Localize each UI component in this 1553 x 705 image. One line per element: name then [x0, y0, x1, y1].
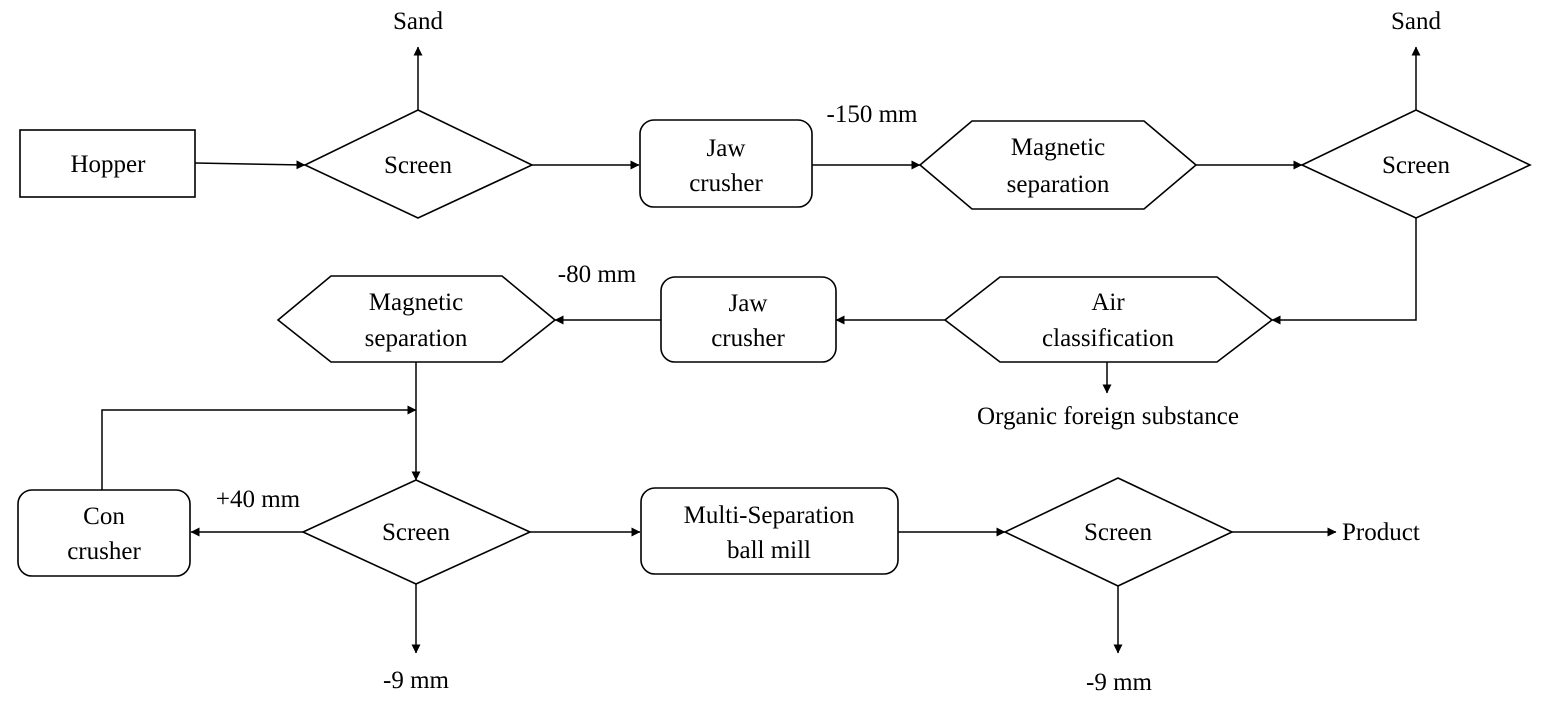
screen4-label: Screen	[1084, 519, 1153, 546]
jaw-crusher-1-label-line2: crusher	[689, 170, 763, 197]
screen2-diamond	[1300, 109, 1532, 219]
size-label-minus-150mm: -150 mm	[827, 101, 919, 128]
ball-mill-label-line1: Multi-Separation	[684, 502, 855, 529]
edges	[101, 46, 1421, 654]
multi-separation-ball-mill-box	[640, 487, 899, 575]
fines-output-1: -9 mm	[383, 667, 450, 694]
jaw-crusher-1-box	[639, 119, 813, 208]
magnetic-separation-2-label-line2: separation	[365, 325, 468, 352]
magnetic-separation-2-hexagon	[276, 275, 557, 363]
jaw-crusher-2-box	[660, 276, 837, 363]
air-classification-hexagon	[943, 276, 1274, 363]
edge-screen2-air	[1271, 218, 1417, 325]
screen3-label: Screen	[382, 519, 451, 546]
sand-output-2: Sand	[1391, 8, 1442, 35]
size-label-minus-80mm: -80 mm	[558, 261, 637, 288]
screen2-label: Screen	[1382, 152, 1451, 179]
nodes: Hopper Screen Jaw crusher Magnetic separ…	[17, 109, 1532, 587]
con-crusher-label-line1: Con	[83, 503, 125, 530]
ball-mill-label-line2: ball mill	[727, 537, 811, 564]
fines-output-2: -9 mm	[1086, 669, 1153, 696]
size-label-plus-40mm: +40 mm	[216, 486, 301, 513]
jaw-crusher-2-label-line2: crusher	[711, 325, 785, 352]
magnetic-separation-2-label-line1: Magnetic	[369, 289, 463, 316]
con-crusher-box	[17, 489, 191, 577]
screen1-diamond	[303, 109, 534, 219]
hopper-label: Hopper	[71, 151, 147, 178]
screen4-diamond	[1003, 477, 1234, 587]
hopper-box	[19, 129, 196, 198]
edge-con-recycle	[101, 405, 417, 490]
edge-labels: -150 mm -80 mm +40 mm	[216, 101, 918, 513]
jaw-crusher-2-label-line1: Jaw	[729, 290, 768, 317]
sand-output-1: Sand	[393, 8, 444, 35]
magnetic-separation-1-hexagon	[918, 120, 1198, 210]
product-output: Product	[1342, 519, 1420, 546]
jaw-crusher-1-label-line1: Jaw	[707, 135, 746, 162]
output-labels: Sand Sand Organic foreign substance -9 m…	[383, 8, 1441, 696]
organic-foreign-substance-output: Organic foreign substance	[977, 403, 1239, 430]
screen3-diamond	[301, 479, 532, 585]
magnetic-separation-1-label-line2: separation	[1007, 171, 1110, 198]
edge-hopper-screen1	[194, 160, 306, 170]
con-crusher-label-line2: crusher	[67, 538, 141, 565]
screen1-label: Screen	[384, 152, 453, 179]
air-classification-label-line2: classification	[1042, 325, 1174, 352]
air-classification-label-line1: Air	[1091, 289, 1125, 316]
magnetic-separation-1-label-line1: Magnetic	[1011, 134, 1105, 161]
